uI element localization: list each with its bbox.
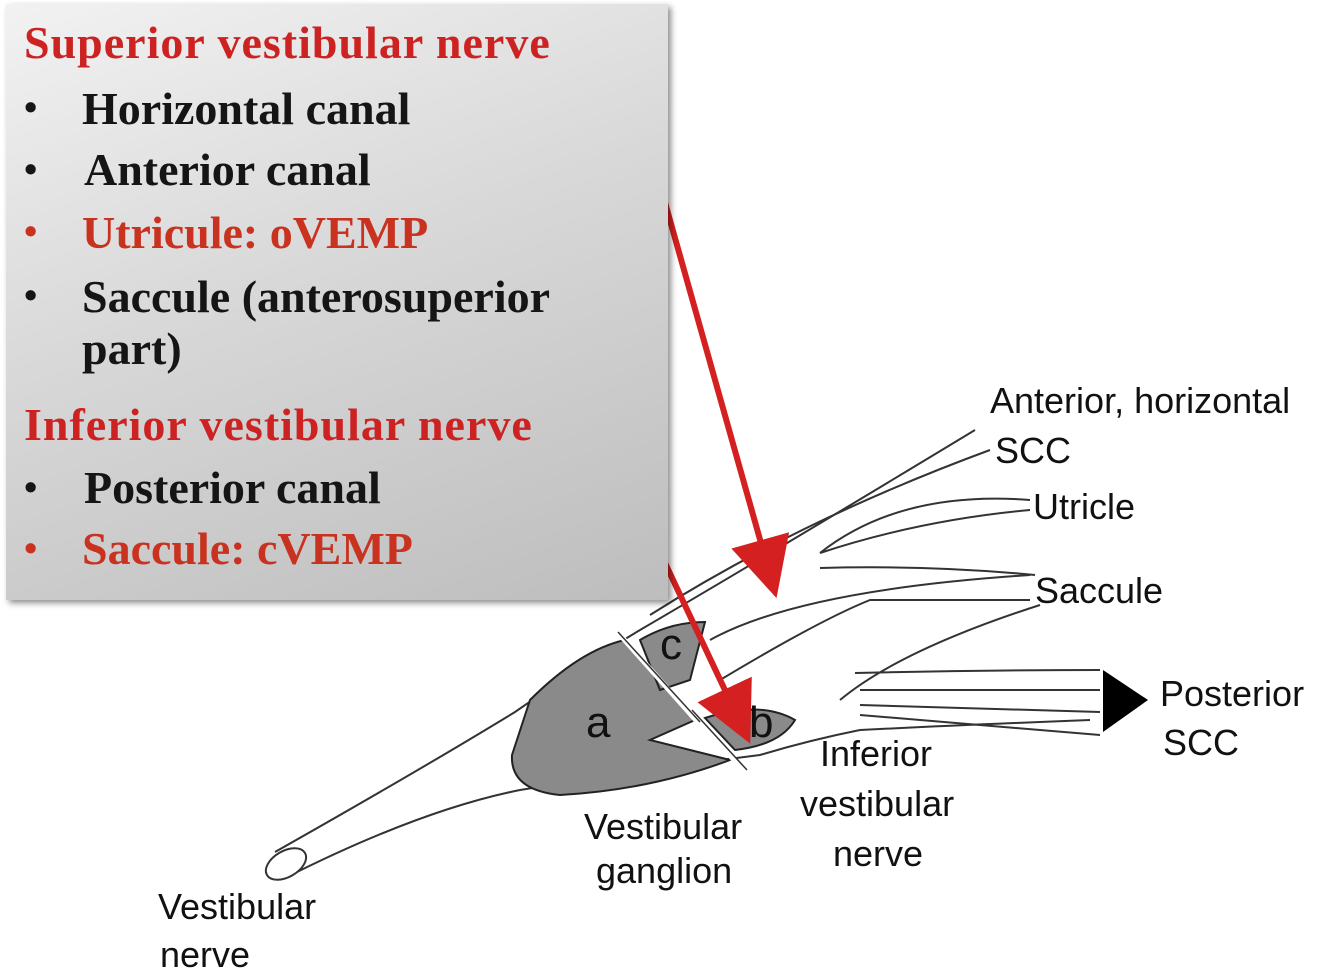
branch-saccule-lower — [719, 598, 1030, 681]
label-inferior-nerve-3: nerve — [833, 833, 924, 874]
label-inferior-nerve-2: vestibular — [800, 783, 955, 824]
innervation-box — [6, 4, 668, 600]
nerve-trunk-lower-edge — [284, 719, 1091, 879]
superior-heading: Superior vestibular nerve — [24, 17, 551, 68]
branch-utricle-1 — [819, 509, 1031, 554]
label-anterior-horizontal: Anterior, horizontal — [990, 380, 1291, 421]
bullet-2: • — [24, 149, 38, 191]
branch-anterior-1 — [649, 449, 991, 616]
superior-item-1: Horizontal canal — [82, 83, 411, 134]
label-ganglion-2: ganglion — [596, 850, 733, 891]
bullet-1: • — [24, 87, 38, 129]
label-saccule: Saccule — [1035, 570, 1164, 611]
label-anterior-horizontal-scc: SCC — [995, 430, 1072, 471]
branch-posterior-1 — [839, 604, 1041, 701]
label-ganglion-1: Vestibular — [584, 806, 743, 847]
region-c-label: c — [660, 620, 682, 669]
branch-posterior-4 — [859, 704, 1101, 713]
branch-utricle-2 — [819, 566, 1036, 576]
label-posterior-scc: SCC — [1163, 722, 1240, 763]
branch-anterior-2 — [819, 497, 1031, 554]
inferior-item-1: Posterior canal — [84, 462, 381, 513]
branch-posterior-2 — [854, 669, 1101, 674]
superior-item-4-cont: part) — [82, 323, 182, 374]
bullet-6: • — [24, 528, 38, 570]
superior-item-3: Utricule: oVEMP — [82, 207, 429, 258]
inferior-item-2: Saccule: cVEMP — [82, 523, 413, 574]
label-utricle: Utricle — [1033, 486, 1136, 527]
label-vestibular-nerve-2: nerve — [160, 934, 251, 975]
bullet-5: • — [24, 467, 38, 509]
label-vestibular-nerve-1: Vestibular — [158, 886, 317, 927]
label-inferior-nerve-1: Inferior — [820, 733, 933, 774]
bullet-3: • — [24, 211, 38, 253]
label-posterior: Posterior — [1160, 673, 1305, 714]
inferior-heading: Inferior vestibular nerve — [24, 399, 533, 450]
bullet-4: • — [24, 275, 38, 317]
branch-saccule-upper — [709, 574, 1031, 641]
posterior-scc-arrowhead — [1103, 670, 1148, 732]
region-a-label: a — [586, 698, 611, 747]
ganglion-region-a — [510, 638, 734, 797]
branch-posterior-5 — [859, 714, 1101, 736]
nerve-cut-end — [264, 847, 308, 881]
divider-line-1-edge — [617, 631, 701, 723]
divider-line-1 — [618, 633, 702, 727]
region-b-label: b — [749, 698, 774, 747]
superior-item-2: Anterior canal — [84, 144, 371, 195]
superior-item-4: Saccule (anterosuperior — [82, 271, 551, 322]
